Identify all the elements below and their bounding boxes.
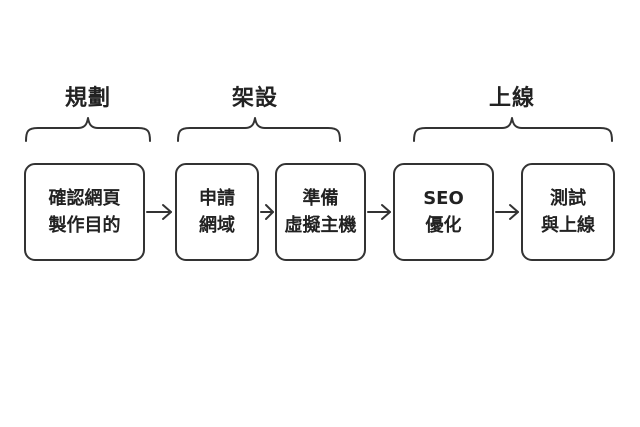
step-text-line: SEO (423, 188, 464, 209)
step-text-line: 與上線 (541, 215, 595, 236)
phase-label-planning: 規劃 (64, 86, 112, 111)
arrow-4 (495, 204, 519, 220)
step-text-line: 虛擬主機 (284, 215, 357, 236)
step-text-line: 測試 (550, 188, 586, 209)
step-text-line: 準備 (302, 188, 339, 209)
brace-setup (177, 117, 341, 142)
phase-label-launch: 上線 (488, 86, 536, 111)
step-box-prepare-hosting: 準備 虛擬主機 (275, 163, 366, 261)
step-text-line: 製作目的 (48, 215, 121, 236)
step-box-test-launch: 測試 與上線 (521, 163, 615, 261)
step-box-confirm-purpose: 確認網頁 製作目的 (24, 163, 145, 261)
step-text-line: 網域 (199, 215, 235, 236)
step-text-line: 申請 (199, 188, 235, 209)
step-text-line: 優化 (425, 215, 462, 236)
brace-planning (25, 117, 151, 142)
step-box-seo: SEO 優化 (393, 163, 494, 261)
arrow-2 (260, 204, 274, 220)
brace-launch (413, 117, 613, 142)
step-text-line: 確認網頁 (48, 188, 121, 209)
step-box-register-domain: 申請 網域 (175, 163, 259, 261)
arrow-1 (146, 204, 172, 220)
arrow-3 (367, 204, 391, 220)
phase-label-setup: 架設 (231, 86, 279, 111)
